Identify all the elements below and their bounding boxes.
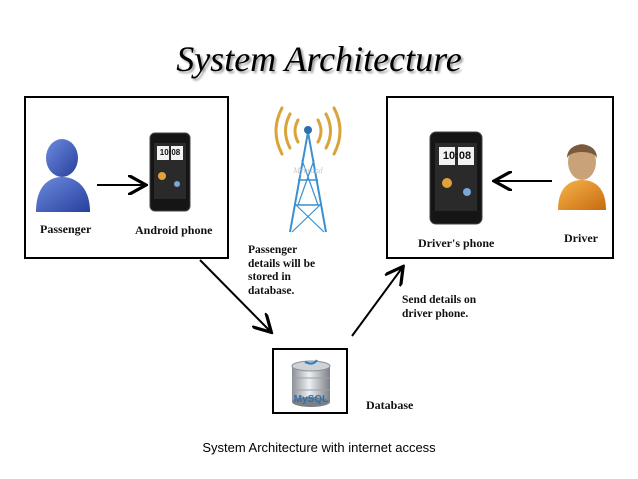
database-label: Database xyxy=(366,398,414,412)
stored-note-line-1: Passenger xyxy=(248,244,298,256)
stored-note-line-4: database. xyxy=(248,284,295,297)
stored-in-database-note: Passenger details will be stored in data… xyxy=(248,244,315,298)
send-note-line-1: Send details on xyxy=(402,294,477,306)
android-phone-clock: 10:08 xyxy=(159,148,181,157)
stored-note-line-3: stored in xyxy=(248,271,291,283)
diagram-caption: System Architecture with internet access xyxy=(202,440,436,455)
send-details-note: Send details on driver phone. xyxy=(402,294,476,321)
database-box xyxy=(272,348,348,414)
passenger-box xyxy=(24,96,229,259)
stored-note-line-2: details will be xyxy=(248,257,316,270)
diagram-title: System Architecture xyxy=(176,39,462,79)
arrow-database-to-driver-box xyxy=(351,268,402,337)
driver-label: Driver xyxy=(564,231,598,245)
passenger-icon xyxy=(36,139,90,212)
signal-waves-icon xyxy=(274,106,342,156)
arrow-box-to-database xyxy=(199,259,270,331)
android-phone-icon xyxy=(149,132,191,212)
drivers-phone-clock: 10:08 xyxy=(442,150,472,162)
drivers-phone-label: Driver's phone xyxy=(418,236,495,250)
android-phone-label: Android phone xyxy=(135,223,213,237)
tower-faint-text: Mybrand xyxy=(293,166,323,175)
tower-icon xyxy=(289,126,327,233)
driver-icon xyxy=(558,144,606,210)
database-logo-text: MySQL xyxy=(293,394,329,405)
driver-box xyxy=(386,96,614,259)
send-note-line-2: driver phone. xyxy=(402,307,469,320)
drivers-phone-icon xyxy=(429,131,483,225)
passenger-label: Passenger xyxy=(40,222,92,236)
database-icon xyxy=(291,359,331,407)
